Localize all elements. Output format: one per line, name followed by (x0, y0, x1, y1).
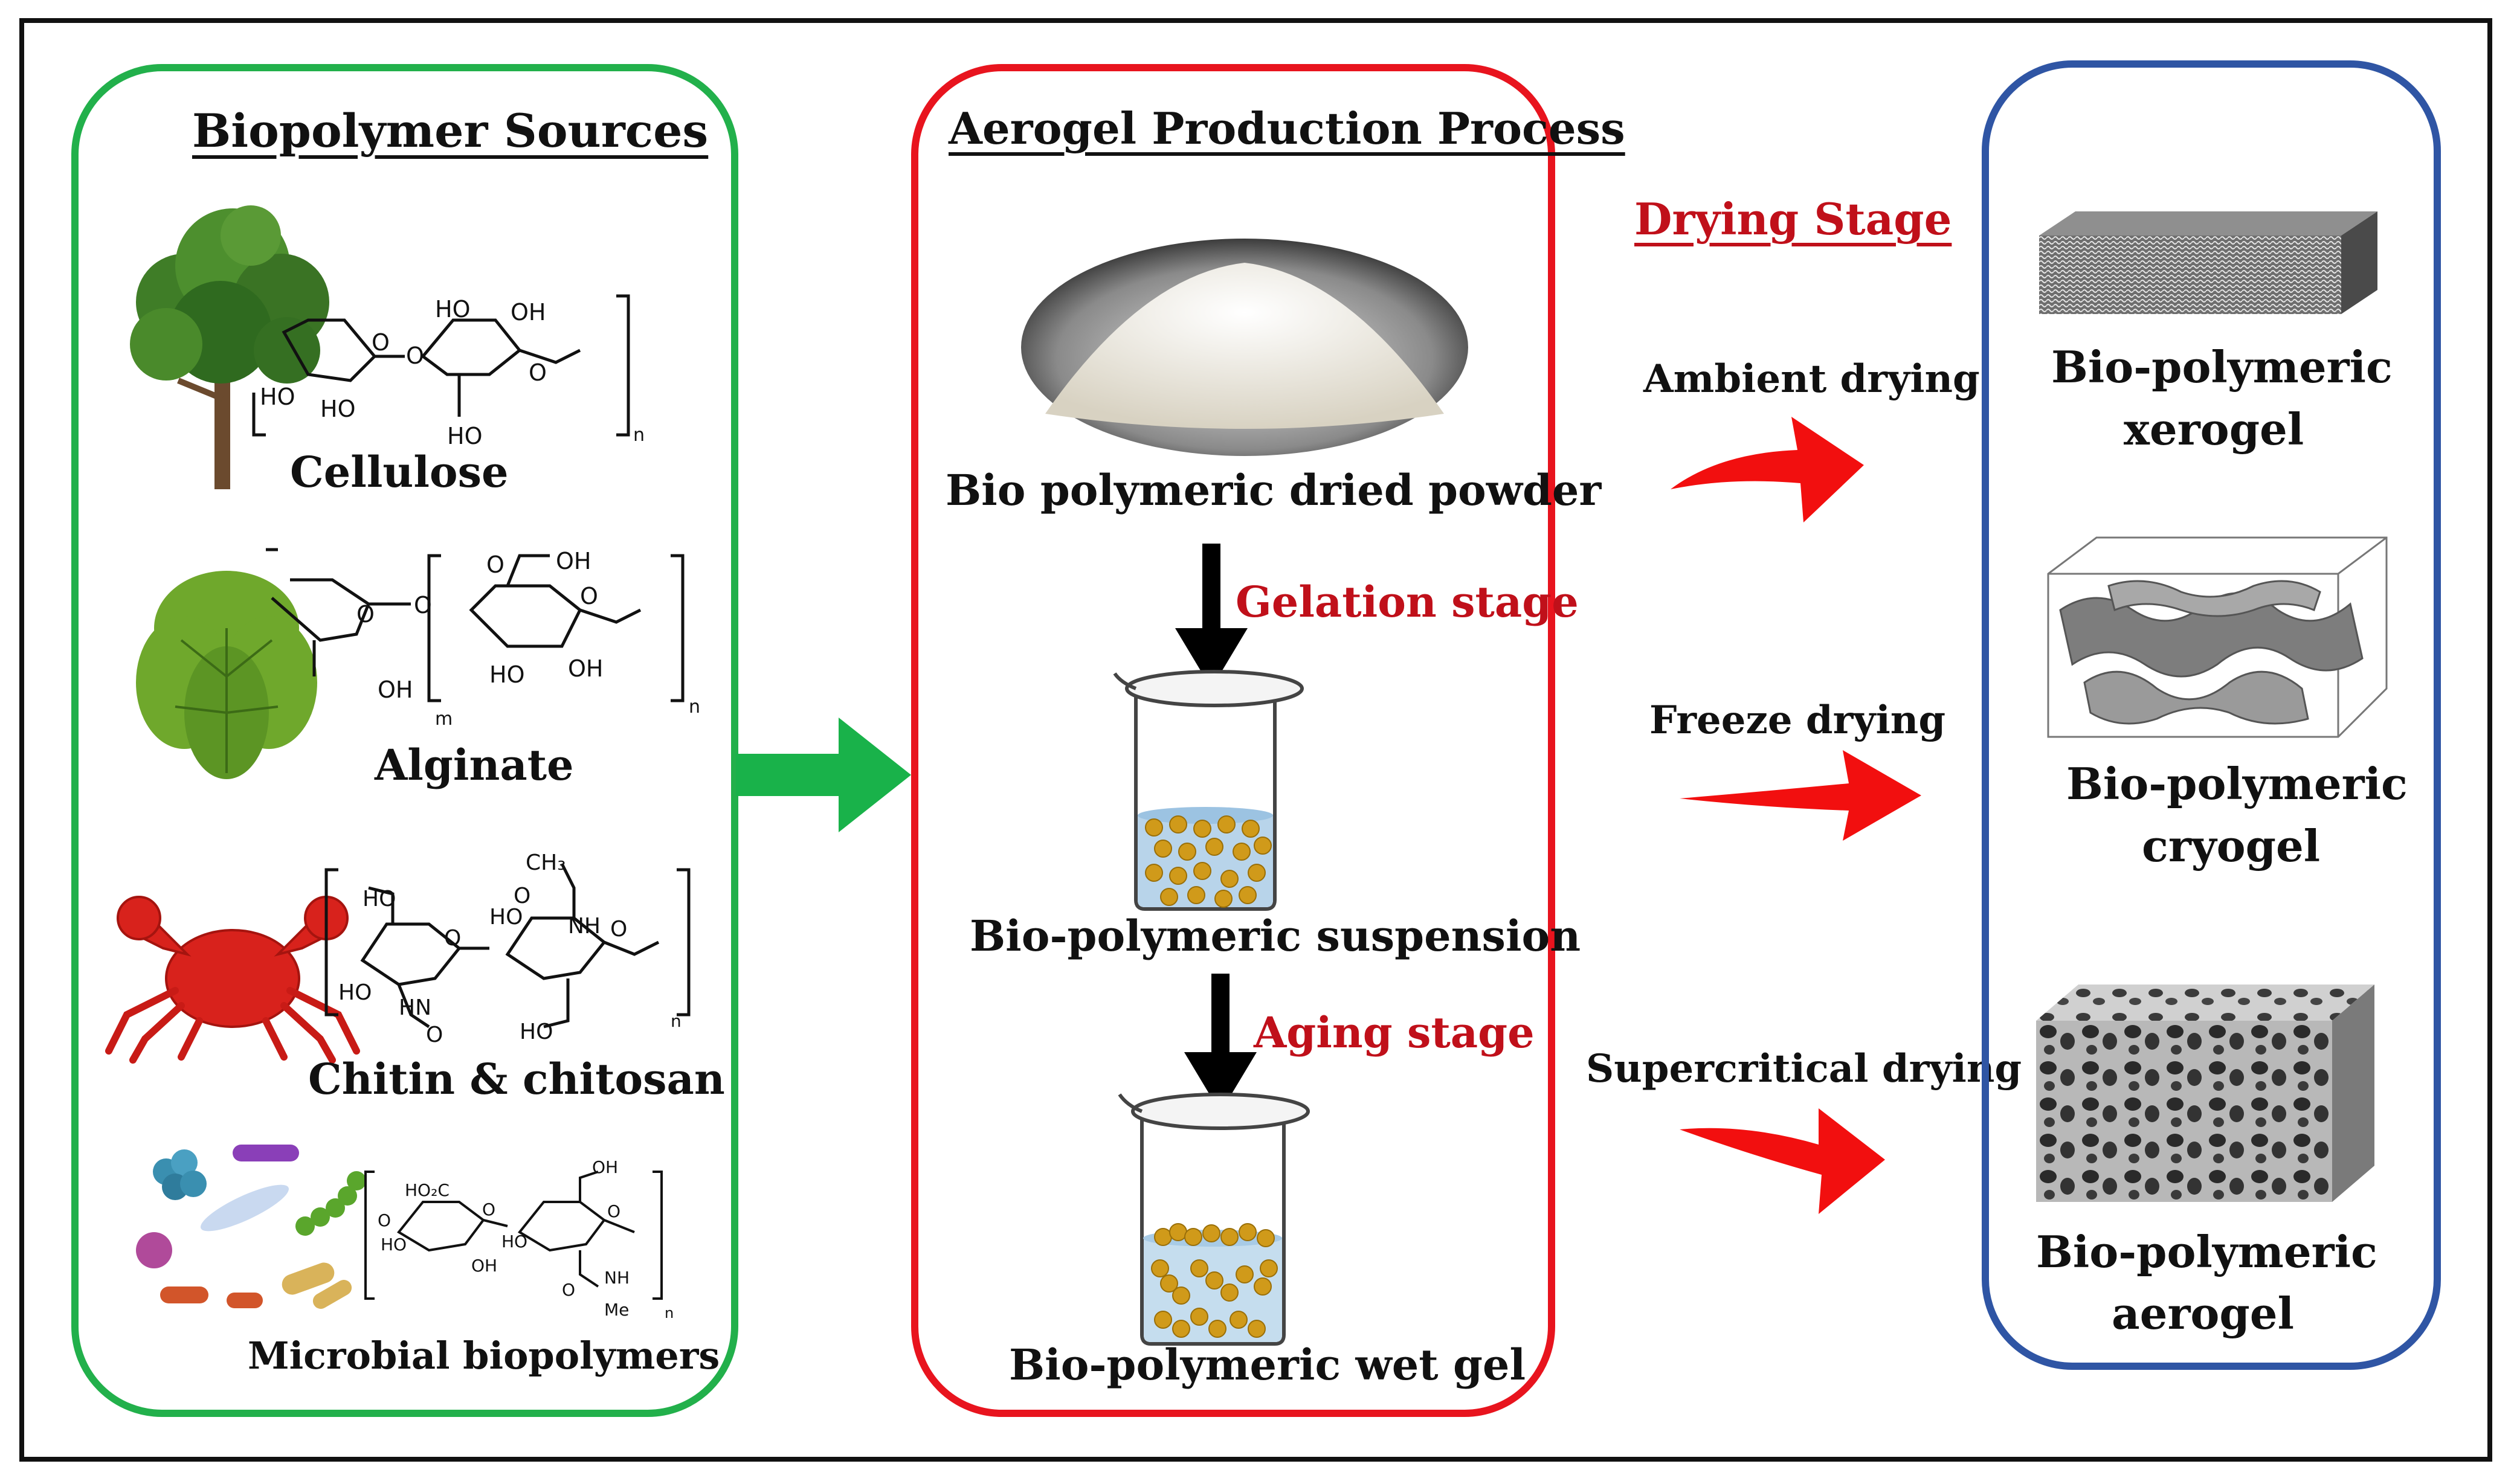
microbial-formula: OH HO₂C O HO HO O O OH NH O Me n (364, 1157, 674, 1322)
aging-stage-label: Aging stage (1254, 1007, 1535, 1058)
aerogel-block-icon (2036, 985, 2374, 1202)
microbial-label: Microbial biopolymers (248, 1334, 720, 1378)
svg-text:O: O (378, 1210, 391, 1230)
svg-text:OH: OH (511, 299, 546, 326)
alginate-formula-text: O (486, 551, 504, 578)
svg-text:NH: NH (568, 914, 601, 939)
svg-text:O: O (406, 342, 424, 369)
svg-text:O: O (610, 917, 627, 942)
svg-text:OH: OH (378, 676, 413, 703)
svg-text:O: O (372, 329, 390, 356)
seaweed-icon (136, 571, 317, 779)
crab-icon (105, 896, 360, 1064)
aging-arrow (1184, 974, 1257, 1113)
svg-text:O: O (580, 583, 598, 609)
powder-icon (1021, 239, 1468, 456)
svg-text:n: n (671, 1011, 682, 1031)
svg-text:m: m (435, 708, 453, 730)
svg-text:OH: OH (568, 655, 603, 682)
cellulose-formula: HO OH O O O HO HO HO n (252, 294, 645, 449)
svg-text:HO: HO (520, 1020, 553, 1044)
svg-text:HO: HO (338, 980, 372, 1005)
supercritical-drying-label: Supercritical drying (1586, 1046, 2022, 1091)
chitin-label: Chitin & chitosan (308, 1054, 725, 1104)
microbes-icon (136, 1145, 366, 1309)
cryogel-line2: cryogel (2142, 820, 2321, 872)
svg-text:HO: HO (501, 1232, 527, 1251)
svg-text:O: O (426, 1023, 443, 1047)
svg-text:O: O (607, 1201, 620, 1221)
svg-text:HO: HO (320, 396, 355, 422)
svg-text:HO₂C: HO₂C (405, 1180, 450, 1200)
svg-text:NH: NH (604, 1268, 630, 1288)
svg-text:n: n (689, 696, 700, 718)
process-panel (911, 64, 1555, 1417)
products-panel (1982, 60, 2441, 1370)
svg-text:n: n (665, 1305, 674, 1322)
svg-text:HO: HO (381, 1235, 407, 1254)
xerogel-line1: Bio-polymeric (2051, 341, 2393, 393)
svg-text:n: n (633, 425, 645, 446)
gelation-stage-label: Gelation stage (1236, 577, 1579, 627)
freeze-drying-arrow (1680, 750, 1921, 841)
ambient-drying-arrow (1671, 417, 1864, 522)
aerogel-line2: aerogel (2112, 1288, 2294, 1339)
process-heading: Aerogel Production Process (949, 103, 1625, 154)
svg-text:O: O (514, 884, 530, 908)
svg-text:HO: HO (363, 887, 396, 911)
supercritical-drying-arrow (1680, 1108, 1885, 1214)
xerogel-block-icon (2039, 211, 2377, 314)
svg-text:HN: HN (399, 995, 431, 1020)
svg-text:HO: HO (489, 661, 524, 688)
svg-text:O: O (356, 601, 375, 628)
microbial-formula-text: OH (592, 1157, 618, 1177)
wet-gel-label: Bio-polymeric wet gel (1009, 1340, 1526, 1390)
drying-heading: Drying Stage (1634, 193, 1952, 245)
svg-text:HO: HO (447, 423, 482, 449)
cryogel-block-icon (2047, 536, 2388, 738)
svg-text:O: O (482, 1200, 495, 1219)
suspension-label: Bio-polymeric suspension (970, 911, 1581, 961)
alginate-label: Alginate (375, 740, 574, 790)
outer-frame (19, 18, 2492, 1462)
svg-text:O: O (414, 592, 432, 618)
svg-text:OH: OH (471, 1256, 497, 1276)
svg-text:O: O (562, 1280, 575, 1300)
green-arrow (736, 718, 911, 832)
cellulose-formula-text: HO (435, 296, 470, 323)
chitin-formula: CH₃ O NH HO HO O O HO HN O HO n (324, 850, 691, 1047)
chitin-formula-text: CH₃ (526, 850, 566, 875)
svg-text:HO: HO (489, 905, 523, 930)
svg-text:OH: OH (556, 548, 591, 574)
ambient-drying-label: Ambient drying (1643, 356, 1980, 402)
tree-icon (130, 205, 329, 489)
freeze-drying-label: Freeze drying (1649, 698, 1946, 743)
gelation-arrow (1175, 544, 1248, 689)
xerogel-line2: xerogel (2124, 403, 2304, 455)
beaker-gel-icon (1118, 1093, 1310, 1346)
cryogel-line1: Bio-polymeric (2066, 758, 2408, 809)
alginate-formula: O OH O O O OH HO OH m n (266, 548, 700, 730)
beaker-suspension-icon (1113, 670, 1304, 911)
svg-text:O: O (529, 359, 547, 386)
cellulose-label: Cellulose (290, 447, 509, 497)
sources-heading: Biopolymer Sources (192, 104, 709, 158)
svg-text:O: O (444, 926, 461, 951)
aerogel-line1: Bio-polymeric (2036, 1226, 2377, 1277)
sources-panel (71, 64, 738, 1417)
powder-label: Bio polymeric dried powder (946, 465, 1602, 515)
svg-text:HO: HO (260, 384, 295, 410)
svg-text:Me: Me (604, 1300, 629, 1320)
